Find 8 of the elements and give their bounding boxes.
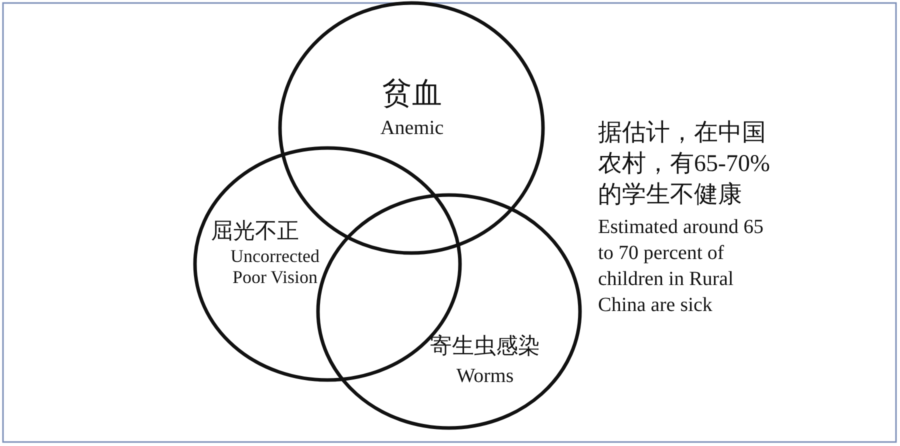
chinese-note: 据估计，在中国农村，有65-70%的学生不健康 — [598, 119, 771, 210]
english-label: Worms — [455, 365, 515, 388]
english-note: Estimated around 65 to 70 percent of children in Rural China are sick — [598, 215, 765, 318]
chinese-label: 寄生虫感染 — [429, 333, 541, 358]
english-label: Anemic — [379, 117, 445, 140]
english-label: Uncorrected Poor Vision — [230, 246, 320, 288]
chinese-label: 贫血 — [381, 77, 443, 112]
chinese-label: 屈光不正 — [210, 218, 300, 244]
